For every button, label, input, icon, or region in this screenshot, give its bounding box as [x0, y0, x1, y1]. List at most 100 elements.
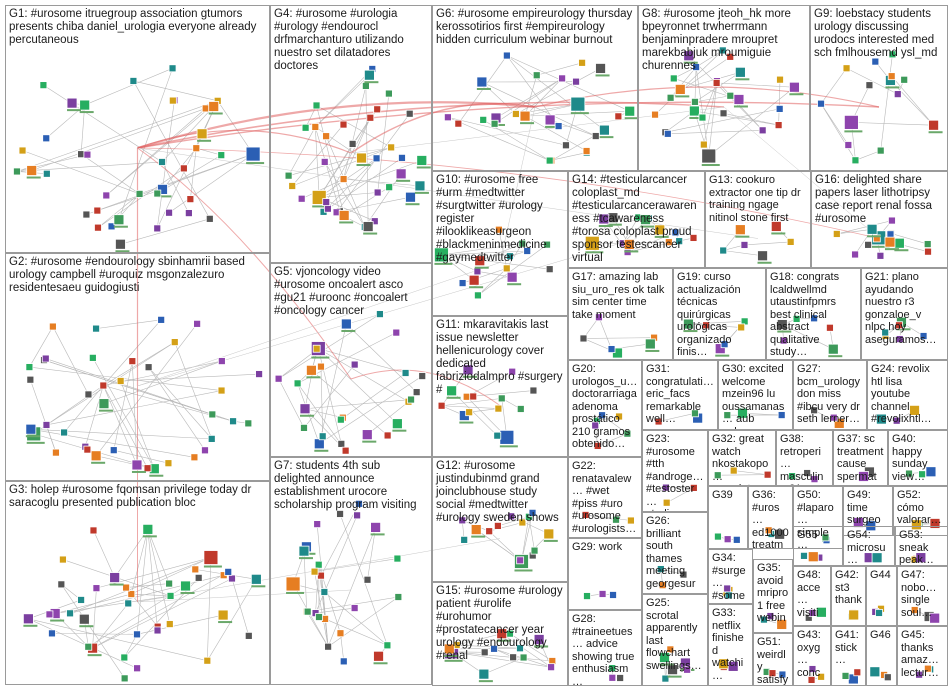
group-box-g33[interactable]: G33: netflix finished watchi…: [708, 604, 753, 686]
node-avatar[interactable]: [339, 175, 348, 183]
node-avatar[interactable]: [153, 224, 162, 233]
node-avatar[interactable]: [158, 158, 166, 166]
node-avatar[interactable]: [414, 180, 426, 192]
node-avatar[interactable]: [593, 442, 602, 450]
node-avatar[interactable]: [654, 417, 663, 426]
group-box-g30[interactable]: G30: excited welcome mzein96 lu oussaman…: [718, 360, 793, 430]
node-avatar[interactable]: [516, 644, 524, 653]
group-box-g2[interactable]: G2: #urosome #endourology sbinhamrii bas…: [5, 253, 270, 481]
node-avatar[interactable]: [689, 234, 698, 242]
node-avatar[interactable]: [689, 483, 698, 492]
node-avatar[interactable]: [312, 344, 321, 353]
group-box-g16[interactable]: G16: delighted share papers laser lithot…: [811, 171, 948, 268]
node-avatar[interactable]: [217, 151, 226, 160]
node-avatar[interactable]: [826, 323, 834, 332]
node-avatar[interactable]: [229, 417, 237, 426]
node-avatar[interactable]: [699, 140, 708, 149]
node-avatar[interactable]: [661, 674, 670, 683]
node-avatar[interactable]: [338, 210, 350, 221]
node-avatar[interactable]: [595, 313, 603, 322]
group-box-g28[interactable]: G28: #traineetues… advice showing true e…: [568, 610, 642, 686]
node-avatar[interactable]: [598, 590, 607, 598]
node-avatar[interactable]: [905, 469, 913, 478]
node-avatar[interactable]: [385, 183, 394, 192]
node-avatar[interactable]: [324, 642, 333, 651]
node-avatar[interactable]: [310, 567, 319, 576]
node-avatar[interactable]: [205, 214, 214, 223]
node-avatar[interactable]: [919, 332, 928, 340]
node-avatar[interactable]: [895, 335, 904, 343]
node-avatar[interactable]: [437, 401, 446, 410]
node-avatar[interactable]: [558, 74, 566, 83]
node-avatar[interactable]: [888, 50, 897, 59]
node-avatar[interactable]: [509, 653, 518, 662]
node-avatar[interactable]: [869, 666, 881, 678]
node-avatar[interactable]: [864, 240, 873, 249]
node-avatar[interactable]: [494, 404, 503, 413]
node-avatar[interactable]: [900, 75, 909, 84]
node-avatar[interactable]: [683, 665, 692, 674]
node-avatar[interactable]: [42, 134, 51, 143]
node-avatar[interactable]: [480, 648, 489, 657]
node-avatar[interactable]: [244, 631, 253, 640]
node-avatar[interactable]: [714, 532, 722, 541]
node-avatar[interactable]: [875, 609, 883, 617]
node-avatar[interactable]: [724, 591, 733, 600]
node-avatar[interactable]: [516, 405, 525, 413]
group-box-g21[interactable]: G21: plano ayudando nuestro r3 gonzaloe_…: [861, 268, 948, 360]
node-avatar[interactable]: [808, 608, 817, 617]
node-avatar[interactable]: [841, 672, 850, 680]
node-avatar[interactable]: [915, 552, 927, 564]
node-avatar[interactable]: [545, 156, 554, 165]
node-avatar[interactable]: [128, 357, 137, 366]
group-box-g22[interactable]: G22: renatavalew… #wet #piss #uro #uroso…: [568, 457, 642, 538]
node-avatar[interactable]: [698, 113, 707, 122]
node-avatar[interactable]: [508, 367, 517, 376]
node-avatar[interactable]: [623, 239, 635, 250]
node-avatar[interactable]: [356, 152, 367, 164]
node-avatar[interactable]: [208, 101, 220, 112]
node-avatar[interactable]: [842, 64, 851, 73]
node-avatar[interactable]: [446, 385, 458, 397]
node-avatar[interactable]: [398, 153, 406, 162]
node-avatar[interactable]: [844, 141, 853, 149]
node-avatar[interactable]: [490, 644, 498, 653]
node-avatar[interactable]: [102, 191, 111, 200]
node-avatar[interactable]: [493, 431, 502, 440]
node-avatar[interactable]: [339, 120, 348, 129]
node-avatar[interactable]: [317, 571, 325, 580]
node-avatar[interactable]: [298, 545, 310, 557]
node-avatar[interactable]: [598, 411, 606, 420]
node-avatar[interactable]: [714, 343, 726, 355]
node-avatar[interactable]: [224, 567, 233, 576]
node-avatar[interactable]: [194, 573, 203, 582]
node-avatar[interactable]: [533, 634, 545, 645]
node-avatar[interactable]: [519, 653, 528, 662]
node-avatar[interactable]: [779, 336, 788, 345]
node-avatar[interactable]: [89, 526, 98, 535]
node-avatar[interactable]: [454, 119, 463, 128]
group-box-g34[interactable]: G34: #surge… #some… #uroso…: [708, 549, 753, 604]
node-avatar[interactable]: [532, 71, 541, 80]
node-avatar[interactable]: [578, 58, 586, 67]
node-avatar[interactable]: [412, 388, 421, 397]
group-box-g17[interactable]: G17: amazing lab siu_uro_res ok talk sim…: [568, 268, 673, 360]
node-avatar[interactable]: [318, 432, 327, 441]
group-box-g31[interactable]: G31: congratulati… eric_facs remarkable …: [642, 360, 718, 430]
node-avatar[interactable]: [301, 123, 310, 132]
node-avatar[interactable]: [544, 114, 556, 126]
node-avatar[interactable]: [26, 165, 38, 176]
node-avatar[interactable]: [98, 398, 110, 410]
node-avatar[interactable]: [658, 581, 667, 590]
node-avatar[interactable]: [245, 146, 261, 162]
node-avatar[interactable]: [581, 511, 590, 519]
node-avatar[interactable]: [734, 66, 746, 78]
node-avatar[interactable]: [584, 235, 600, 251]
node-avatar[interactable]: [807, 676, 816, 684]
node-avatar[interactable]: [909, 404, 920, 416]
node-avatar[interactable]: [911, 519, 922, 531]
node-avatar[interactable]: [778, 670, 787, 679]
node-avatar[interactable]: [925, 466, 937, 478]
node-avatar[interactable]: [928, 119, 939, 131]
node-avatar[interactable]: [843, 114, 859, 130]
